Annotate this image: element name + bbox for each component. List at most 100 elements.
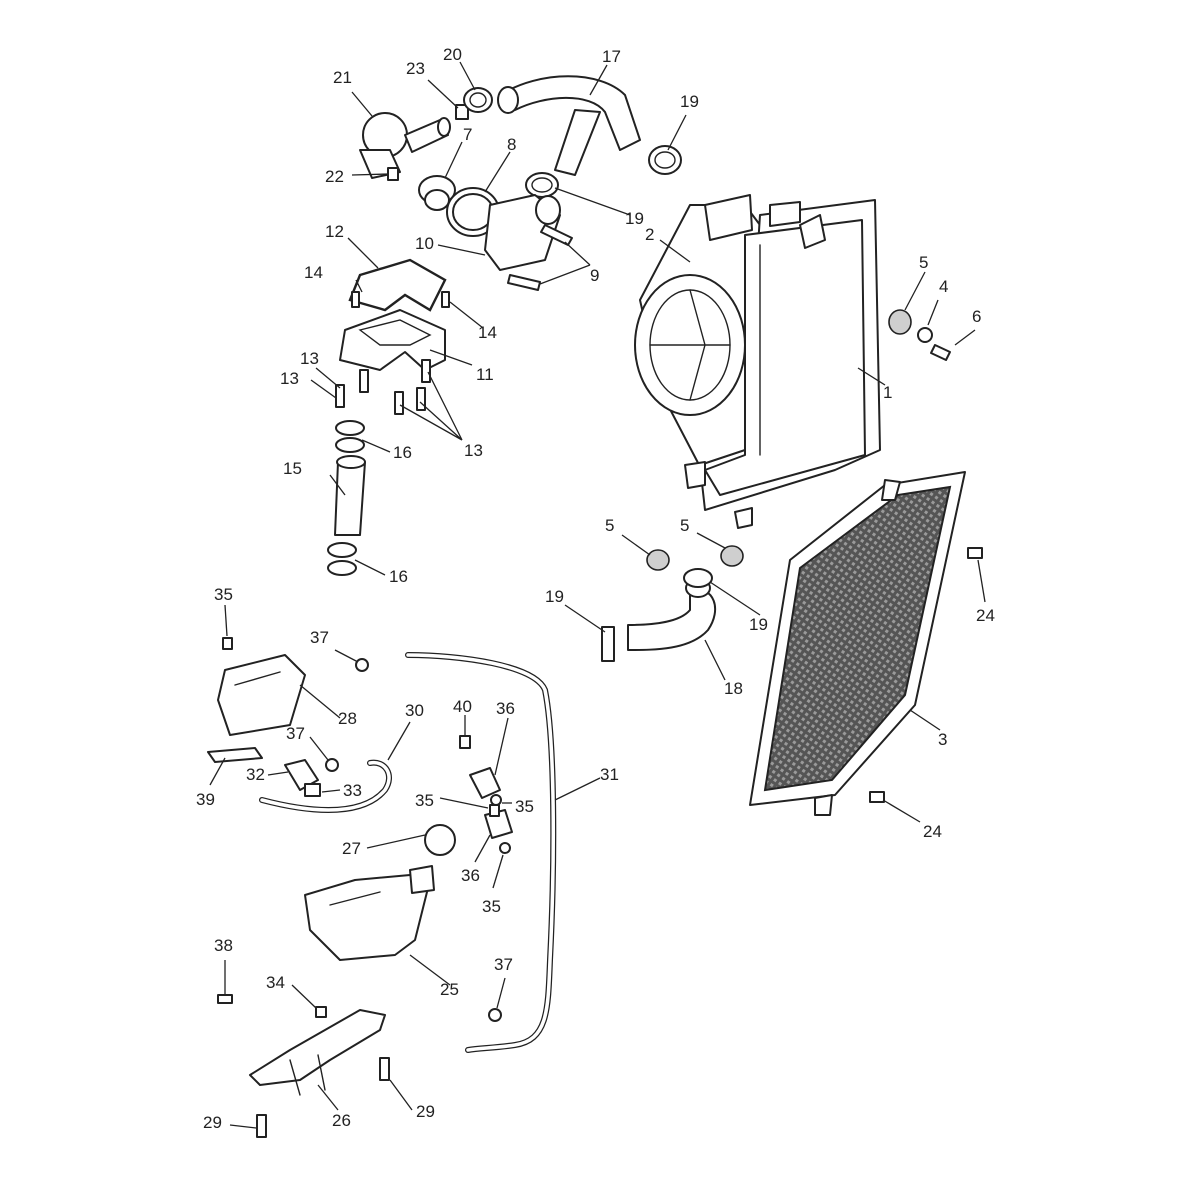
callout-34: 34 [266,973,285,992]
callout-19b: 19 [749,615,768,634]
dowel-14-part-b [441,291,450,308]
callout-30: 30 [405,701,424,720]
callout-21: 21 [333,68,352,87]
thermostat-part [418,175,456,211]
callout-19a: 19 [545,587,564,606]
callout-6: 6 [972,307,981,326]
callout-38: 38 [214,936,233,955]
grommet-5-part-b [646,549,670,571]
callout-24a: 24 [976,606,995,625]
screw-35-part-a [222,637,233,650]
callout-13b: 13 [280,369,299,388]
callout-35a: 35 [214,585,233,604]
bolt-24-part-a [967,547,983,559]
screw-35-part-d [499,842,511,854]
clip-37-part-a [355,658,369,672]
callout-11: 11 [476,365,494,384]
grommet-5-part-a [888,309,912,335]
fitting-33-part [304,783,321,797]
leader-lines [209,61,986,1129]
callout-16a: 16 [393,443,412,462]
callout-23: 23 [406,59,425,78]
callout-27: 27 [342,839,361,858]
upper-hose-part [497,75,641,176]
callout-29b: 29 [416,1102,435,1121]
callout-18: 18 [724,679,743,698]
hose-clamp-19-part-a [648,145,682,175]
callout-1: 1 [883,383,892,402]
callout-33: 33 [343,781,362,800]
bolt-24-part-b [869,791,885,803]
screw-22-part [387,167,399,181]
radiator-guard-part [749,471,966,816]
callout-labels: 1 2 3 4 5 5 5 6 7 8 9 10 11 12 13 13 13 … [196,45,995,1132]
hose-clamp-19-part-c [683,568,713,588]
bolt-13-part-c [394,391,404,415]
reservoir-cap-27-part [424,824,456,856]
lower-hose-18-part [627,578,717,651]
clip-37-part-b [325,758,339,772]
bolt-13-part-b [359,369,369,393]
callout-26: 26 [332,1111,351,1130]
callout-37c: 37 [494,955,513,974]
callout-16b: 16 [389,567,408,586]
hose-clamp-19-part-d [601,626,615,662]
callout-2: 2 [645,225,654,244]
hose-30-part [259,759,392,813]
elbow-32-part [284,759,319,791]
callout-19d: 19 [680,92,699,111]
callout-14a: 14 [304,263,323,282]
bolt-29-part-a [256,1114,267,1138]
callout-17: 17 [602,47,621,66]
radiator-part [684,199,881,529]
reservoir-cover-28-part [217,654,306,736]
callout-37b: 37 [286,724,305,743]
pad-39-part [207,747,263,763]
callout-28: 28 [338,709,357,728]
bolt-13-part-d [416,387,426,411]
washer-4-part [917,327,933,343]
callout-31: 31 [600,765,619,784]
bolt-6-part [930,344,951,361]
o-ring-16-part-b [327,542,357,576]
callout-36a: 36 [496,699,515,718]
clip-23-part [455,104,469,120]
callout-35d: 35 [482,897,501,916]
callout-12: 12 [325,222,344,241]
screw-34-part [315,1006,327,1018]
clip-37-part-c [488,1008,502,1022]
bolt-9-part-b [507,274,541,291]
callout-4: 4 [939,277,948,296]
callout-36b: 36 [461,866,480,885]
grommet-5-part-c [720,545,744,567]
callout-5c: 5 [680,516,689,535]
callout-5b: 5 [605,516,614,535]
bracket-36-part-a [469,767,501,799]
callout-37a: 37 [310,628,329,647]
callout-10: 10 [415,234,434,253]
callout-15: 15 [283,459,302,478]
callout-39: 39 [196,790,215,809]
callout-35c: 35 [515,797,534,816]
callout-7: 7 [463,125,472,144]
reservoir-bracket-26-part [249,1009,386,1096]
fan-shroud-part [634,194,766,506]
screw-38-part [217,994,233,1004]
callout-19c: 19 [625,209,644,228]
screw-40-part [459,735,471,749]
filler-cap-part [359,112,451,179]
callout-8: 8 [507,135,516,154]
o-ring-8-part [446,187,500,237]
callout-24b: 24 [923,822,942,841]
dowel-14-part-a [351,291,360,308]
callout-35b: 35 [415,791,434,810]
hose-clamp-19-part-b [525,172,559,198]
bolt-13-part-e [421,359,431,383]
gasket-12-part [348,258,447,312]
cover-11-part [339,309,446,371]
callout-20: 20 [443,45,462,64]
callout-5a: 5 [919,253,928,272]
bolt-13-part-a [335,384,345,408]
callout-32: 32 [246,765,265,784]
